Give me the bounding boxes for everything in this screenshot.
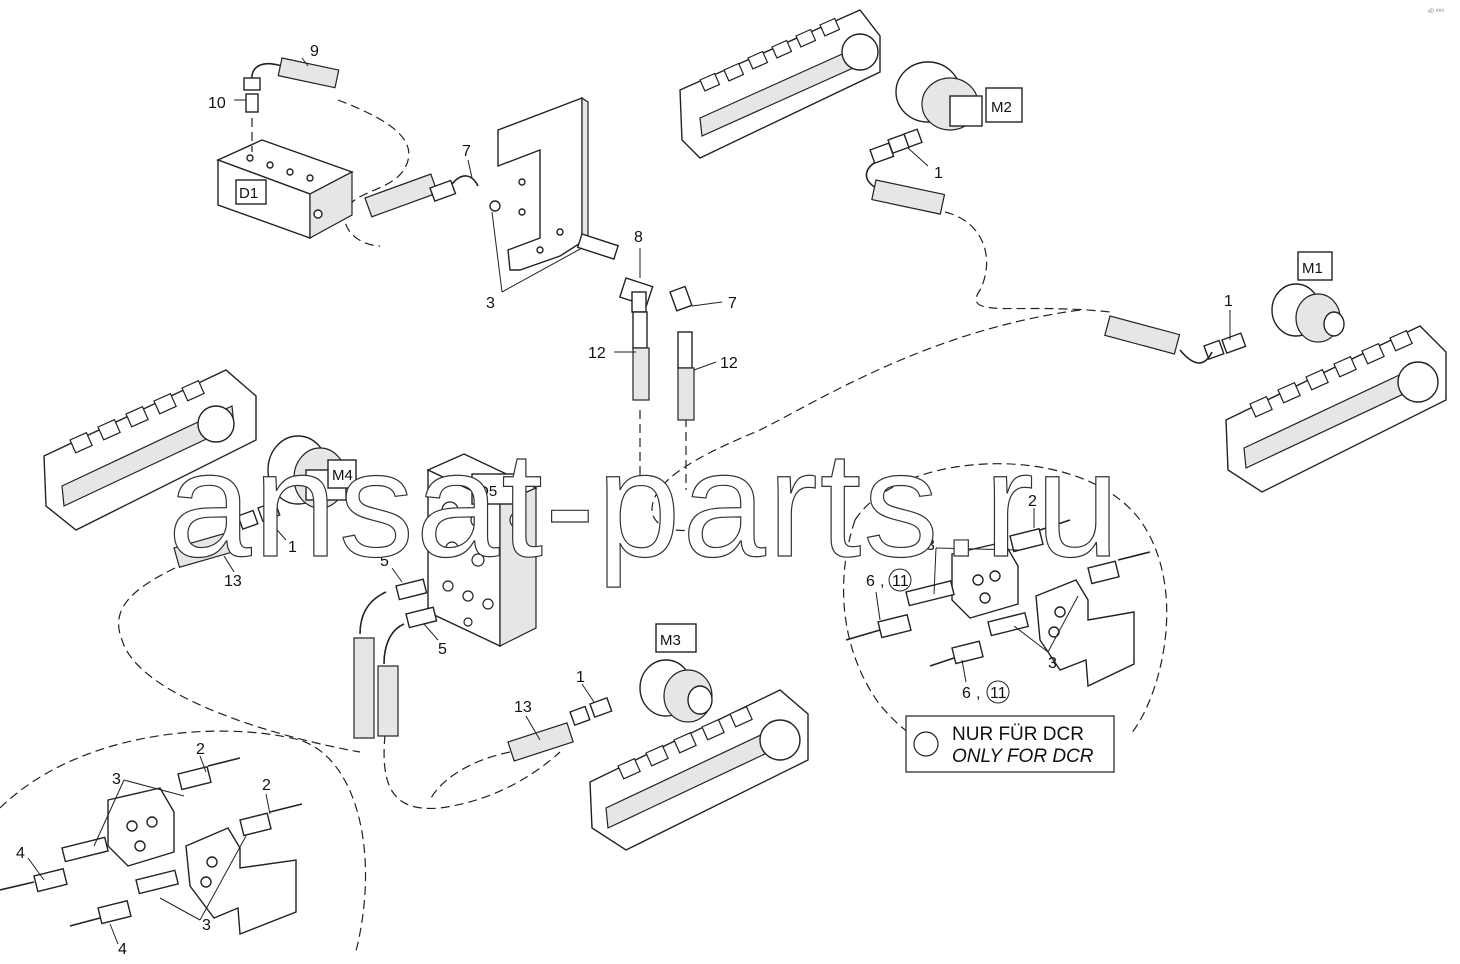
callout-comma-b: , bbox=[976, 685, 980, 702]
label-m4: M4 bbox=[332, 467, 353, 484]
callout-2-detail-left-a: 2 bbox=[196, 741, 205, 758]
callout-numbers: 9 10 7 8 7 3 12 12 1 1 1 1 13 13 5 5 2 2… bbox=[16, 43, 1233, 958]
motor-m1 bbox=[1203, 251, 1345, 361]
tee-fitting-group bbox=[576, 233, 695, 421]
callout-2-detail-right-a: 2 bbox=[1028, 493, 1037, 510]
callout-11-detail-right-a: 11 bbox=[892, 573, 909, 590]
note-line-2: ONLY FOR DCR bbox=[952, 746, 1094, 767]
callout-5-top: 5 bbox=[380, 553, 389, 570]
label-m2: M2 bbox=[991, 99, 1012, 116]
callout-6-detail-right-b: 6 bbox=[962, 685, 971, 702]
label-d1: D1 bbox=[239, 185, 258, 202]
callout-7-right: 7 bbox=[728, 295, 737, 312]
hose-m4 bbox=[173, 500, 281, 568]
callout-9: 9 bbox=[310, 43, 319, 60]
track-left bbox=[43, 369, 257, 531]
note-box bbox=[905, 715, 1115, 773]
callout-1-m4: 1 bbox=[288, 539, 297, 556]
hose-m2 bbox=[865, 142, 946, 215]
manifold-d5 bbox=[426, 453, 538, 648]
motor-m4 bbox=[267, 435, 357, 509]
hose-m1 bbox=[1104, 315, 1213, 364]
callout-4-detail-left-a: 4 bbox=[16, 845, 25, 862]
callout-2-detail-right-b: 2 bbox=[1094, 525, 1103, 542]
callout-3-detail-left-b: 3 bbox=[202, 917, 211, 934]
motor-m2 bbox=[887, 61, 1023, 155]
callout-1-m3: 1 bbox=[576, 669, 585, 686]
callout-1-m2: 1 bbox=[934, 165, 943, 182]
corner-mark: ᵉᴰ ⁰⁰⁰ bbox=[1428, 8, 1444, 16]
hose-routes bbox=[0, 99, 1168, 956]
motor-m3 bbox=[507, 623, 713, 762]
callout-3-top: 3 bbox=[486, 295, 495, 312]
label-m3: M3 bbox=[660, 632, 681, 649]
track-right bbox=[1225, 325, 1447, 493]
hose-9 bbox=[243, 57, 340, 113]
manifold-d1 bbox=[216, 118, 354, 240]
callout-1-m1: 1 bbox=[1224, 293, 1233, 310]
detail-right bbox=[845, 519, 1151, 688]
callout-11-detail-right-b: 11 bbox=[990, 685, 1007, 702]
mounting-plate bbox=[497, 96, 589, 271]
detail-left bbox=[0, 757, 303, 935]
label-m1: M1 bbox=[1302, 260, 1323, 277]
leader-lines bbox=[27, 57, 1231, 945]
track-bottom bbox=[589, 689, 809, 851]
callout-12-left: 12 bbox=[588, 345, 606, 362]
callout-2-detail-left-b: 2 bbox=[262, 777, 271, 794]
callout-10: 10 bbox=[208, 95, 226, 112]
callout-7-top: 7 bbox=[462, 143, 471, 160]
note-line-1: NUR FÜR DCR bbox=[952, 724, 1084, 745]
callout-comma-a: , bbox=[880, 573, 884, 590]
callout-3-detail-right-a: 3 bbox=[926, 537, 935, 554]
callout-12-right: 12 bbox=[720, 355, 738, 372]
callout-3-detail-left-a: 3 bbox=[112, 771, 121, 788]
hoses-5 bbox=[353, 578, 438, 739]
callout-13-bottom: 13 bbox=[514, 699, 532, 716]
callout-5-bottom: 5 bbox=[438, 641, 447, 658]
callout-4-detail-left-b: 4 bbox=[118, 941, 127, 958]
encircled-markers bbox=[888, 568, 1010, 704]
callout-13-left: 13 bbox=[224, 573, 242, 590]
callout-3-detail-right-b: 3 bbox=[1048, 655, 1057, 672]
callout-8: 8 bbox=[634, 229, 643, 246]
track-top bbox=[679, 9, 881, 159]
callout-6-detail-right-a: 6 bbox=[866, 573, 875, 590]
watermark: ansat-parts.ru bbox=[168, 420, 1121, 588]
hose-d1-plate bbox=[364, 173, 501, 218]
label-d5: D5 bbox=[478, 483, 497, 500]
